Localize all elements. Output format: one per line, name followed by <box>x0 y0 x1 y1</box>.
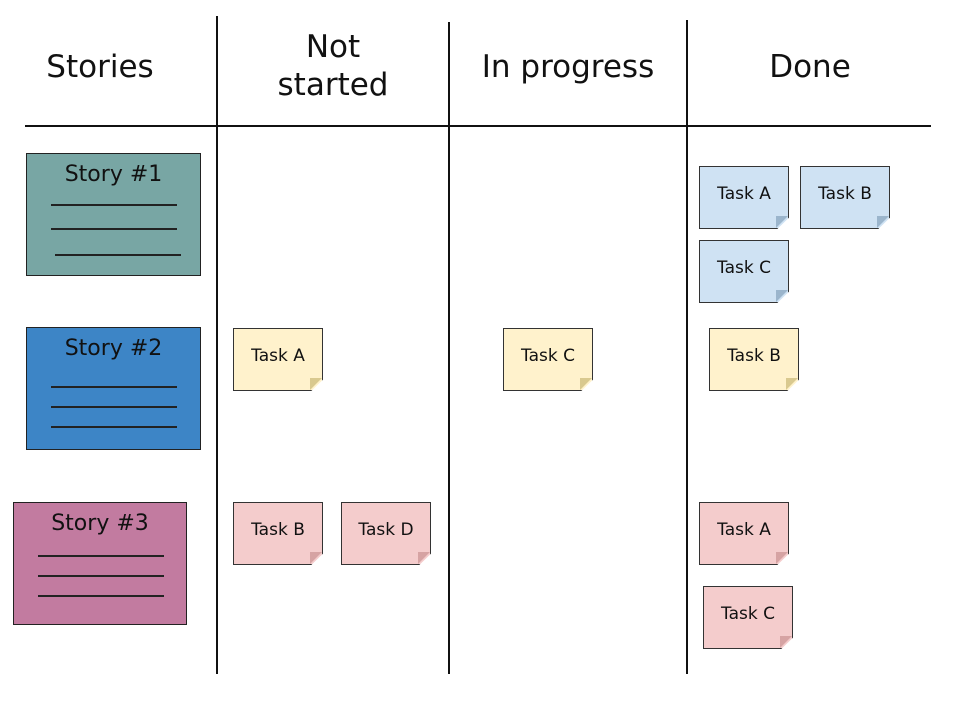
task-label: Task A <box>717 520 771 540</box>
fold-corner-icon <box>780 636 792 648</box>
story-line <box>38 575 164 577</box>
task-label: Task A <box>717 184 771 204</box>
story-title: Story #3 <box>51 511 149 536</box>
story-line <box>55 254 181 256</box>
column-header-not-started: Not started <box>240 28 426 104</box>
task-note[interactable]: Task C <box>699 240 789 303</box>
fold-corner-icon <box>310 552 322 564</box>
fold-corner-icon <box>580 378 592 390</box>
task-label: Task B <box>251 520 305 540</box>
story-card-1[interactable]: Story #1 <box>26 153 201 276</box>
fold-corner-icon <box>418 552 430 564</box>
fold-corner-icon <box>877 216 889 228</box>
fold-corner-icon <box>310 378 322 390</box>
column-divider-2 <box>448 22 450 674</box>
story-title: Story #1 <box>64 162 163 187</box>
fold-corner-icon <box>776 290 788 302</box>
story-line <box>51 228 177 230</box>
task-label: Task C <box>721 604 775 624</box>
column-header-stories: Stories <box>46 49 154 85</box>
task-label: Task B <box>727 346 781 366</box>
task-note[interactable]: Task B <box>800 166 890 229</box>
task-label: Task D <box>358 520 414 540</box>
story-line <box>51 204 177 206</box>
task-label: Task C <box>521 346 575 366</box>
task-note[interactable]: Task B <box>233 502 323 565</box>
column-header-done: Done <box>769 49 851 85</box>
task-label: Task C <box>717 258 771 278</box>
story-title: Story #2 <box>64 336 163 361</box>
story-line <box>51 386 177 388</box>
task-note[interactable]: Task A <box>699 166 789 229</box>
column-divider-1 <box>216 16 218 674</box>
story-line <box>38 595 164 597</box>
column-header-not-started-line1: Not <box>305 29 361 65</box>
fold-corner-icon <box>776 552 788 564</box>
column-header-in-progress: In progress <box>481 49 655 85</box>
task-note[interactable]: Task D <box>341 502 431 565</box>
task-note[interactable]: Task C <box>503 328 593 391</box>
header-divider <box>25 125 931 127</box>
column-divider-3 <box>686 20 688 674</box>
task-note[interactable]: Task C <box>703 586 793 649</box>
story-line <box>51 406 177 408</box>
fold-corner-icon <box>776 216 788 228</box>
task-note[interactable]: Task A <box>233 328 323 391</box>
task-note[interactable]: Task A <box>699 502 789 565</box>
story-line <box>51 426 177 428</box>
column-header-not-started-line2: started <box>277 67 389 103</box>
task-label: Task A <box>251 346 305 366</box>
story-card-3[interactable]: Story #3 <box>13 502 187 625</box>
fold-corner-icon <box>786 378 798 390</box>
task-note[interactable]: Task B <box>709 328 799 391</box>
story-line <box>38 555 164 557</box>
task-label: Task B <box>818 184 872 204</box>
story-card-2[interactable]: Story #2 <box>26 327 201 450</box>
